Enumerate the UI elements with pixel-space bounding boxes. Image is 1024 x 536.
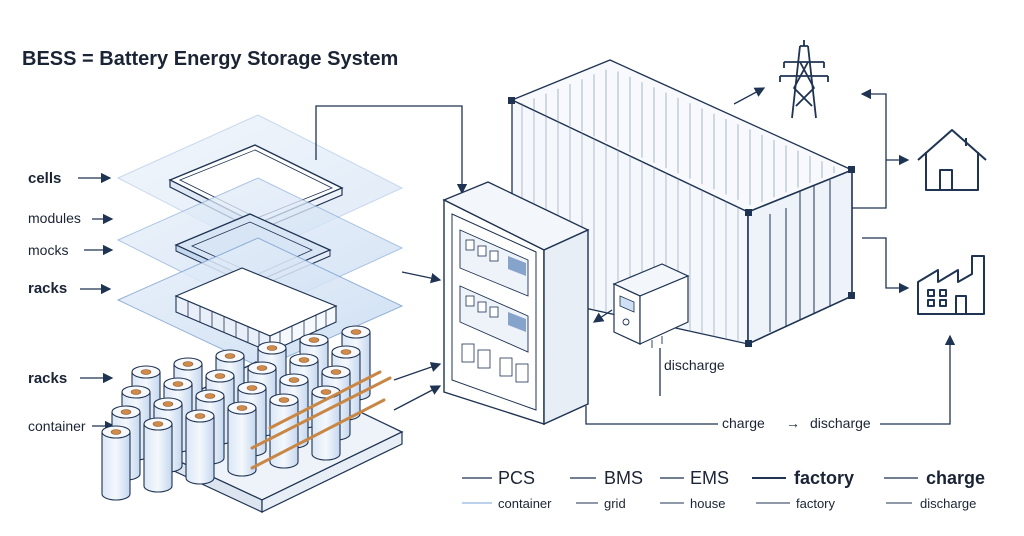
battery-layer-stack — [101, 114, 404, 513]
flow-arrows — [315, 105, 468, 411]
label-modules: modules — [28, 210, 81, 226]
battery-cell — [185, 409, 215, 485]
label-mocks: mocks — [28, 242, 68, 258]
legend-label-top: charge — [926, 468, 985, 488]
flow-charge-label: charge — [722, 415, 765, 431]
layer-labels: cells modules mocks racks racks containe… — [28, 170, 116, 434]
destination-arrows — [733, 87, 910, 294]
legend-label-bottom: grid — [604, 496, 626, 511]
legend-label-top: BMS — [604, 468, 643, 488]
charge-discharge-flow: charge → discharge — [585, 334, 956, 431]
label-racks-2: racks — [28, 370, 67, 387]
label-cells: cells — [28, 170, 61, 187]
page-title: BESS = Battery Energy Storage System — [22, 48, 398, 70]
house-icon — [917, 129, 987, 191]
label-container: container — [28, 418, 86, 434]
module-blocks — [174, 267, 338, 353]
legend-label-top: PCS — [498, 468, 535, 488]
legend-label-bottom: container — [498, 496, 552, 511]
battery-cell — [101, 425, 131, 501]
legend-label-bottom: discharge — [920, 496, 976, 511]
battery-cell — [143, 417, 173, 493]
battery-cell — [227, 401, 257, 477]
flow-discharge-label: discharge — [810, 415, 871, 431]
pcs-bms-cabinet — [442, 181, 590, 426]
legend-label-top: factory — [794, 468, 854, 488]
flow-arrow-glyph: → — [786, 415, 800, 431]
cylindrical-cells — [101, 325, 371, 501]
ems-controller: discharge — [592, 263, 725, 396]
battery-cell — [311, 385, 341, 461]
factory-icon — [917, 255, 985, 315]
ems-discharge-label: discharge — [664, 357, 725, 373]
legend-label-bottom: factory — [796, 496, 836, 511]
legend-label-bottom: house — [690, 496, 725, 511]
copper-busbars — [250, 370, 392, 470]
transmission-tower-icon — [779, 40, 829, 119]
legend: PCS BMS EMS factory charge container grid house… — [462, 468, 985, 511]
legend-label-top: EMS — [690, 468, 729, 488]
label-racks-1: racks — [28, 280, 67, 297]
